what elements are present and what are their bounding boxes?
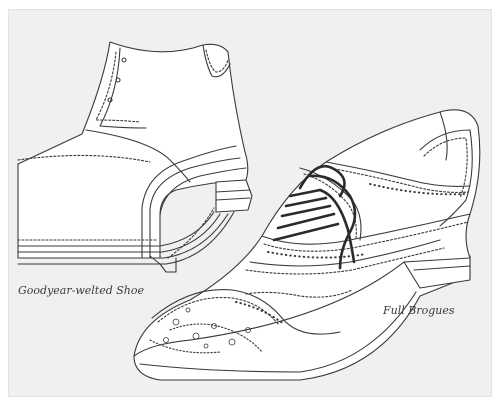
full-brogues-label: Full Brogues	[383, 304, 455, 317]
goodyear-welted-shoe-label: Goodyear-welted Shoe	[18, 284, 144, 297]
goodyear-upper	[18, 42, 248, 258]
goodyear-heel	[216, 180, 252, 212]
goodyear-welted-shoe-drawing	[18, 42, 252, 272]
